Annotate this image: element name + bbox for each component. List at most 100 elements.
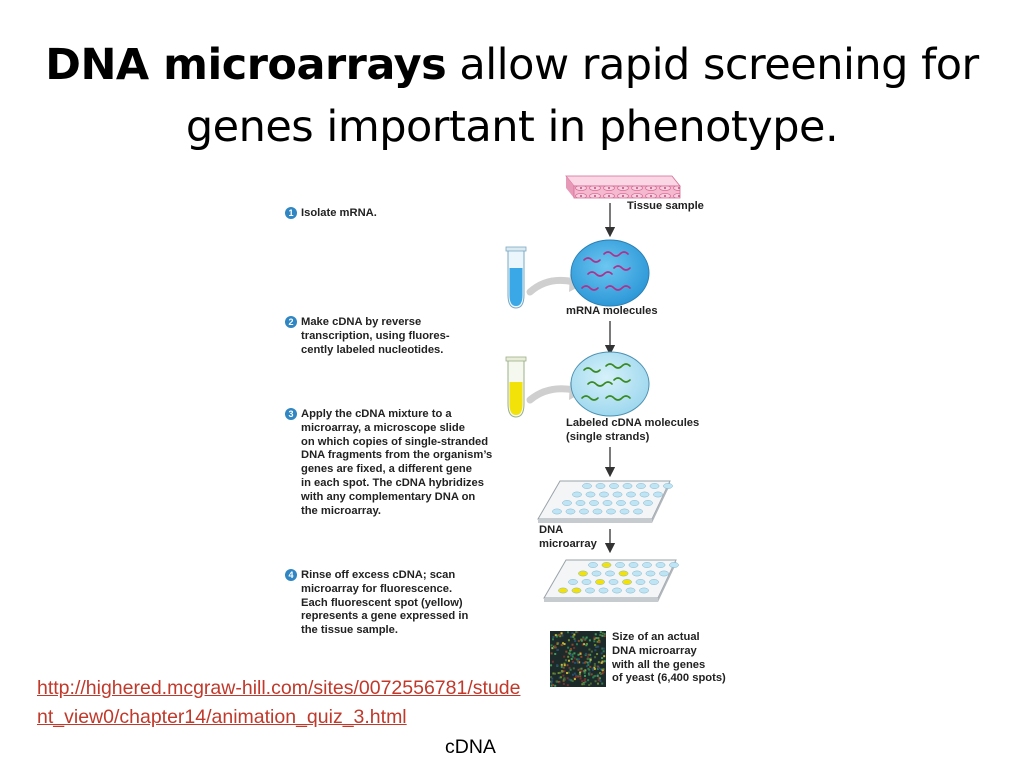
photo-pixel xyxy=(583,674,586,677)
slide-title: DNA microarrays allow rapid screening fo… xyxy=(0,34,1024,158)
photo-pixel xyxy=(594,680,597,683)
photo-pixel xyxy=(594,649,597,652)
photo-pixel xyxy=(573,657,576,660)
photo-pixel xyxy=(556,664,559,667)
photo-pixel xyxy=(582,638,585,641)
photo-pixel xyxy=(556,649,559,652)
photo-pixel xyxy=(601,672,604,675)
photo-pixel xyxy=(584,654,587,657)
photo-pixel xyxy=(599,631,602,634)
photo-pixel xyxy=(571,660,574,663)
photo-pixel xyxy=(562,682,565,685)
step-3-text: Apply the cDNA mixture to a microarray, … xyxy=(301,408,493,517)
photo-pixel xyxy=(568,678,571,681)
photo-pixel xyxy=(569,649,572,652)
photo-pixel xyxy=(550,676,553,679)
array-spot xyxy=(622,483,633,489)
photo-pixel xyxy=(573,646,576,649)
photo-pixel xyxy=(600,652,603,655)
photo-pixel xyxy=(588,657,591,660)
photo-pixel xyxy=(587,653,590,656)
array-spot xyxy=(581,579,592,585)
photo-pixel xyxy=(552,636,555,639)
photo-pixel xyxy=(585,665,588,668)
photo-pixel xyxy=(579,675,582,678)
photo-pixel xyxy=(570,679,573,682)
photo-pixel xyxy=(596,653,599,656)
array-spot xyxy=(626,491,636,498)
photo-pixel xyxy=(590,657,593,660)
photo-pixel xyxy=(602,647,605,650)
array-spot xyxy=(643,500,653,506)
photo-pixel xyxy=(598,640,601,643)
photo-pixel xyxy=(601,632,604,635)
photo-pixel xyxy=(557,672,560,675)
photo-pixel xyxy=(585,642,588,645)
photo-pixel xyxy=(601,669,604,672)
photo-pixel xyxy=(584,661,587,664)
photo-pixel xyxy=(599,672,602,675)
photo-pixel xyxy=(568,666,571,669)
photo-pixel xyxy=(586,657,589,660)
microarray-slide-2 xyxy=(543,559,679,602)
photo-pixel xyxy=(589,682,592,685)
photo-pixel xyxy=(567,646,570,649)
photo-pixel xyxy=(576,661,579,664)
photo-pixel xyxy=(560,644,563,647)
array-spot xyxy=(619,508,630,515)
photo-pixel xyxy=(575,643,578,646)
photo-pixel xyxy=(603,655,606,658)
photo-pixel xyxy=(603,633,606,636)
photo-pixel xyxy=(559,671,562,674)
photo-pixel xyxy=(591,668,594,671)
array-spot xyxy=(598,587,609,594)
photo-pixel xyxy=(571,643,574,646)
photo-pixel xyxy=(575,631,578,634)
photo-pixel xyxy=(566,672,569,675)
photo-pixel xyxy=(569,648,572,651)
photo-pixel xyxy=(588,648,591,651)
array-spot xyxy=(633,508,643,515)
photo-pixel xyxy=(597,645,600,648)
photo-pixel xyxy=(572,635,575,638)
photo-pixel xyxy=(567,655,570,658)
array-spot xyxy=(615,562,625,568)
fluorescent-spot xyxy=(578,570,588,577)
step-4-badge: 4 xyxy=(285,569,297,581)
photo-pixel xyxy=(583,671,586,674)
photo-pixel xyxy=(583,679,586,682)
photo-pixel xyxy=(566,677,569,680)
array-spot xyxy=(575,500,586,506)
photo-pixel xyxy=(562,679,565,682)
photo-pixel xyxy=(555,680,558,683)
photo-pixel xyxy=(593,666,596,669)
photo-pixel xyxy=(588,639,591,642)
photo-pixel xyxy=(573,678,576,681)
photo-pixel xyxy=(580,655,583,658)
photo-pixel xyxy=(600,661,603,664)
photo-pixel xyxy=(567,671,570,674)
photo-pixel xyxy=(585,636,588,639)
fluorescent-spot xyxy=(601,562,612,568)
photo-pixel xyxy=(584,638,587,641)
array-spot xyxy=(616,500,626,506)
source-link[interactable]: http://highered.mcgraw-hill.com/sites/00… xyxy=(37,677,521,728)
photo-pixel xyxy=(558,633,561,636)
photo-pixel xyxy=(571,655,574,658)
photo-pixel xyxy=(563,678,566,681)
step-2-text: Make cDNA by reverse transcription, usin… xyxy=(301,316,450,356)
photo-pixel xyxy=(595,637,598,640)
photo-pixel xyxy=(575,674,578,677)
photo-pixel xyxy=(566,664,569,667)
photo-pixel xyxy=(558,676,561,679)
photo-pixel xyxy=(595,645,598,648)
photo-pixel xyxy=(593,667,596,670)
photo-pixel xyxy=(599,633,602,636)
photo-pixel xyxy=(551,638,554,641)
photo-pixel xyxy=(559,635,562,638)
photo-pixel xyxy=(556,641,559,644)
photo-pixel xyxy=(556,634,559,637)
photo-pixel xyxy=(593,664,596,667)
photo-pixel xyxy=(602,668,605,671)
photo-pixel xyxy=(581,643,584,646)
